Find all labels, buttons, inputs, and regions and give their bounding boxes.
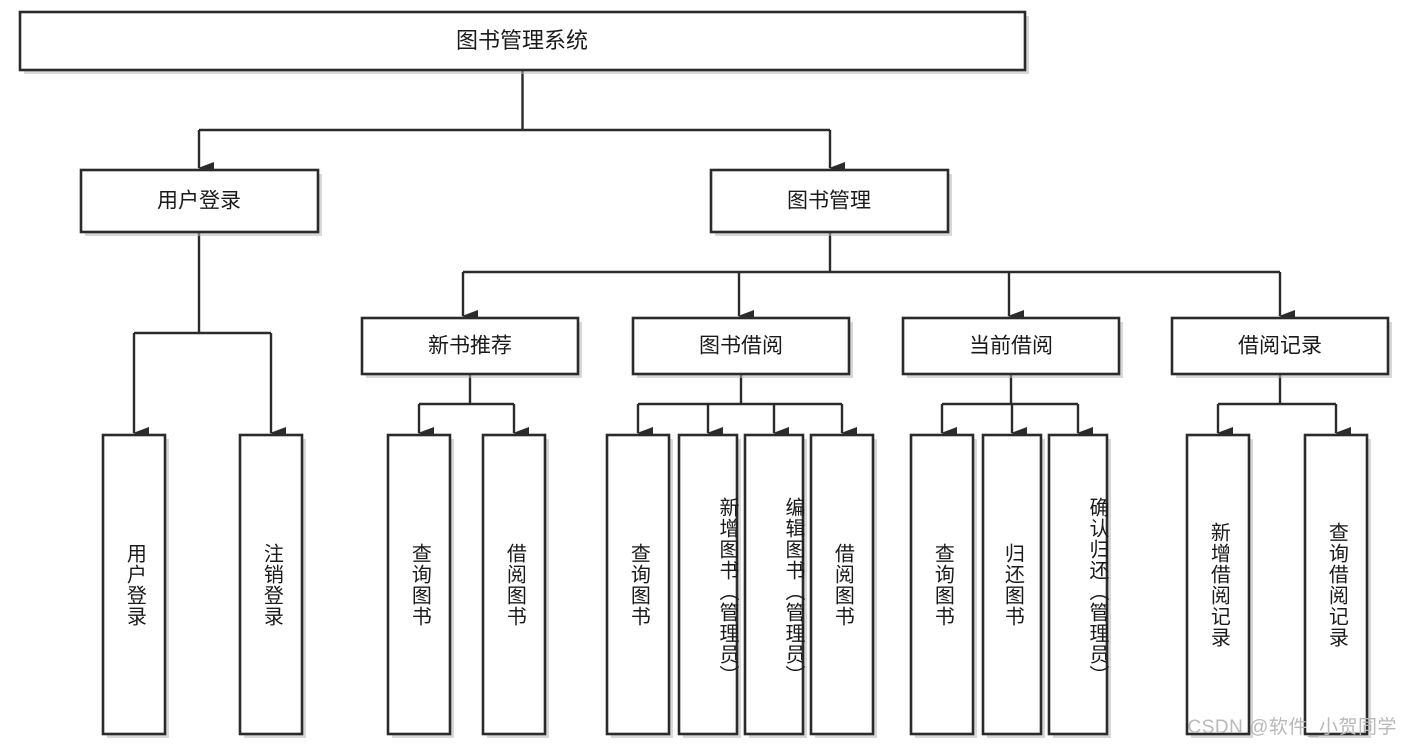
leaf-rec-query-box[interactable] [1303,433,1369,736]
node-current-label: 当前借阅 [969,335,1053,358]
node-borrow-label: 图书借阅 [699,335,783,358]
node-book-mgmt-label: 图书管理 [787,190,871,213]
csdn-watermark: CSDN @软件_小贺同学 [1187,717,1397,738]
node-new-book-box[interactable] [360,316,580,376]
connector-layer [132,70,1351,439]
node-borrow-box[interactable] [631,316,851,376]
leaf-bb-query-box[interactable] [605,433,671,736]
leaf-nb-query-box[interactable] [386,433,452,736]
leaf-rec-add-box[interactable] [1185,433,1251,736]
node-new-book-label: 新书推荐 [428,335,512,358]
leaf-cb-confirm-box[interactable] [1047,433,1109,736]
node-root-label: 图书管理系统 [456,28,588,53]
leaf-user-login-box[interactable] [101,433,167,736]
leaf-nb-borrow-box[interactable] [481,433,547,736]
node-records-label: 借阅记录 [1238,335,1322,358]
leaf-cb-return-box[interactable] [981,433,1043,736]
leaf-bb-edit-box[interactable] [743,433,805,736]
leaf-cb-query-box[interactable] [909,433,975,736]
node-book-mgmt-box[interactable] [709,168,950,234]
leaf-bb-borrow-box[interactable] [809,433,875,736]
node-layer: 图书管理系统 用户登录 图书管理 新书推荐 图书借阅 当前借阅 借阅记录 [18,10,1392,738]
node-root-box[interactable] [18,10,1027,72]
node-records-box[interactable] [1170,316,1390,376]
node-current-box[interactable] [901,316,1121,376]
leaf-logout-box[interactable] [238,433,304,736]
node-user-login-box[interactable] [79,168,320,234]
node-user-login-label: 用户登录 [157,190,241,213]
leaf-bb-add-box[interactable] [677,433,739,736]
